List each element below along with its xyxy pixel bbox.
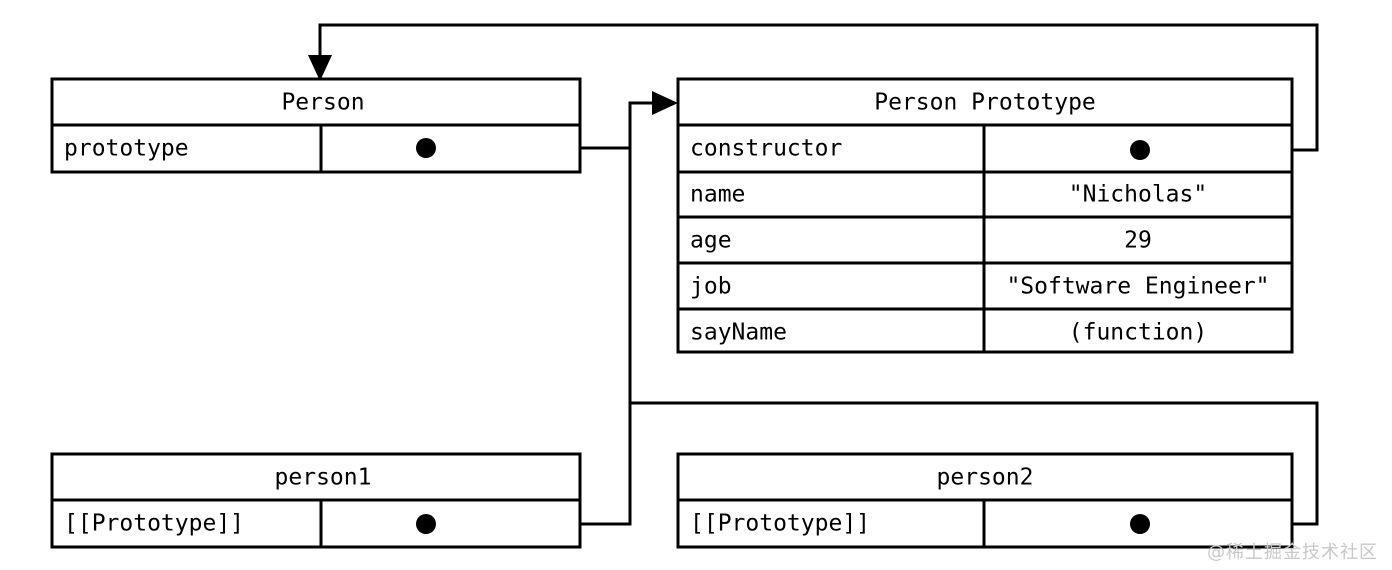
watermark-label: @稀土掘金技术社区 bbox=[1207, 542, 1378, 563]
box-person-prototype-row-1-key: name bbox=[690, 182, 745, 208]
box-person2-row-0-key: [[Prototype]] bbox=[690, 511, 870, 537]
box-person2-header-label: person2 bbox=[937, 465, 1034, 491]
box-person1-row-0-key: [[Prototype]] bbox=[64, 511, 244, 537]
box-person[interactable]: Person prototype bbox=[50, 77, 582, 174]
box-person-prototype-row-3-key: job bbox=[690, 274, 732, 300]
pointer-dot-constructor bbox=[1130, 140, 1150, 160]
box-person-header-label: Person bbox=[281, 90, 364, 116]
pointer-dot-person2-prototype bbox=[1130, 514, 1150, 534]
arrow-head-right-into-person-prototype bbox=[652, 91, 678, 115]
box-person-prototype[interactable]: Person Prototype constructor name "Nicho… bbox=[676, 77, 1294, 354]
box-person-row-0-key: prototype bbox=[64, 136, 189, 162]
box-person-prototype-row-2-key: age bbox=[690, 228, 732, 254]
box-person1[interactable]: person1 [[Prototype]] bbox=[50, 452, 582, 549]
box-person-prototype-row-1-value: "Nicholas" bbox=[1069, 182, 1207, 208]
pointer-dot-person-prototype bbox=[416, 138, 436, 158]
box-person-prototype-row-2-value: 29 bbox=[1124, 228, 1152, 254]
arrow-head-down-into-person bbox=[308, 55, 332, 81]
box-person1-header-label: person1 bbox=[275, 465, 372, 491]
box-person2[interactable]: person2 [[Prototype]] bbox=[676, 452, 1294, 549]
box-person-prototype-row-0-key: constructor bbox=[690, 136, 842, 162]
pointer-dot-person1-prototype bbox=[416, 514, 436, 534]
box-person-prototype-row-4-value: (function) bbox=[1069, 320, 1207, 346]
box-person-prototype-header-label: Person Prototype bbox=[874, 90, 1096, 116]
box-person-prototype-row-4-key: sayName bbox=[690, 320, 787, 346]
box-person-prototype-row-3-value: "Software Engineer" bbox=[1006, 274, 1269, 300]
